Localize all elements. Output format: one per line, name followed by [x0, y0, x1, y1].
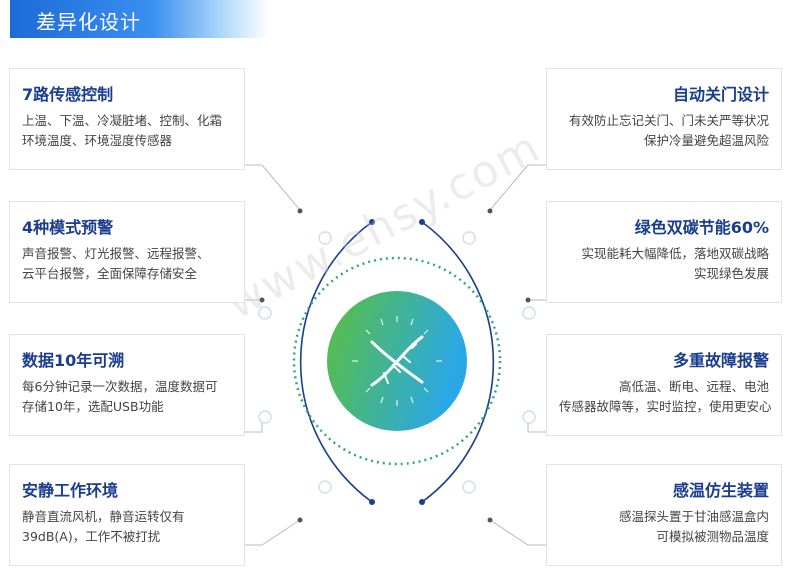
outer-ring-node: [419, 499, 425, 505]
card-quiet-environment: 安静工作环境 静音直流风机，静音运转仅有 39dB(A)，工作不被打扰: [9, 464, 245, 566]
card-line: 高低温、断电、远程、电池: [618, 379, 769, 394]
card-line: 上温、下温、冷凝脏堵、控制、化霜: [22, 113, 223, 128]
connector-dot: [297, 517, 303, 523]
card-title: 绿色双碳节能60%: [634, 218, 769, 237]
card-bionic-sensor: 感温仿生装置 感温探头置于甘油感温盒内 可模拟被测物品温度: [546, 464, 782, 566]
card-title: 安静工作环境: [22, 481, 119, 500]
card-line: 静音直流风机，静音运转仅有: [22, 509, 185, 524]
card-title: 感温仿生装置: [672, 481, 769, 500]
outer-ring-left: [299, 221, 373, 503]
card-title: 7路传感控制: [22, 85, 114, 104]
card-title: 4种模式预警: [22, 218, 114, 237]
card-line: 保护冷量避免超温风险: [643, 133, 769, 148]
dna-rays: [352, 316, 442, 406]
ring-marker: [522, 306, 536, 320]
connector-dot: [297, 208, 303, 214]
ring-marker: [318, 480, 332, 494]
card-line: 每6分钟记录一次数据，温度数据可: [22, 379, 218, 394]
card-title: 自动关门设计: [672, 85, 769, 104]
card-line: 感温探头置于甘油感温盒内: [618, 509, 769, 524]
outer-ring-node: [419, 219, 425, 225]
connector-dot: [525, 297, 531, 303]
connector-dot: [259, 297, 265, 303]
ring-marker: [462, 480, 476, 494]
card-line: 有效防止忘记关门、门未关严等状况: [568, 113, 769, 128]
card-line: 云平台报警，全面保障存储安全: [22, 266, 198, 281]
section-header: 差异化设计: [10, 0, 270, 38]
connector-dot: [487, 208, 493, 214]
card-fault-alarm: 多重故障报警 高低温、断电、远程、电池 传感器故障等，实时监控，使用更安心: [546, 334, 782, 436]
ring-marker: [522, 410, 536, 424]
card-alarm-modes: 4种模式预警 声音报警、灯光报警、远程报警、 云平台报警，全面保障存储安全: [9, 201, 245, 303]
card-line: 可模拟被测物品温度: [656, 529, 769, 544]
card-line: 环境温度、环境湿度传感器: [22, 133, 173, 148]
ring-marker: [258, 410, 272, 424]
outer-ring-node: [369, 499, 375, 505]
card-line: 实现能耗大幅降低，落地双碳战略: [581, 246, 769, 261]
card-auto-door: 自动关门设计 有效防止忘记关门、门未关严等状况 保护冷量避免超温风险: [546, 68, 782, 170]
card-title: 多重故障报警: [672, 351, 769, 370]
card-line: 传感器故障等，实时监控，使用更安心: [559, 399, 772, 414]
card-title: 数据10年可溯: [22, 351, 125, 370]
ring-marker: [318, 231, 332, 245]
outer-ring-right: [421, 221, 495, 503]
dotted-ring: [292, 256, 502, 466]
section-title: 差异化设计: [36, 10, 141, 34]
ring-marker: [258, 306, 272, 320]
ring-marker: [462, 231, 476, 245]
dna-icon: [370, 335, 424, 387]
outer-ring-node: [369, 219, 375, 225]
card-green-energy: 绿色双碳节能60% 实现能耗大幅降低，落地双碳战略 实现绿色发展: [546, 201, 782, 303]
card-data-trace: 数据10年可溯 每6分钟记录一次数据，温度数据可 存储10年，选配USB功能: [9, 334, 245, 436]
connector-dot: [487, 517, 493, 523]
card-line: 39dB(A)，工作不被打扰: [22, 529, 161, 544]
card-line: 存储10年，选配USB功能: [22, 399, 164, 414]
card-line: 实现绿色发展: [693, 266, 769, 281]
card-line: 声音报警、灯光报警、远程报警、: [22, 246, 210, 261]
card-sensor-control: 7路传感控制 上温、下温、冷凝脏堵、控制、化霜 环境温度、环境湿度传感器: [9, 68, 245, 170]
